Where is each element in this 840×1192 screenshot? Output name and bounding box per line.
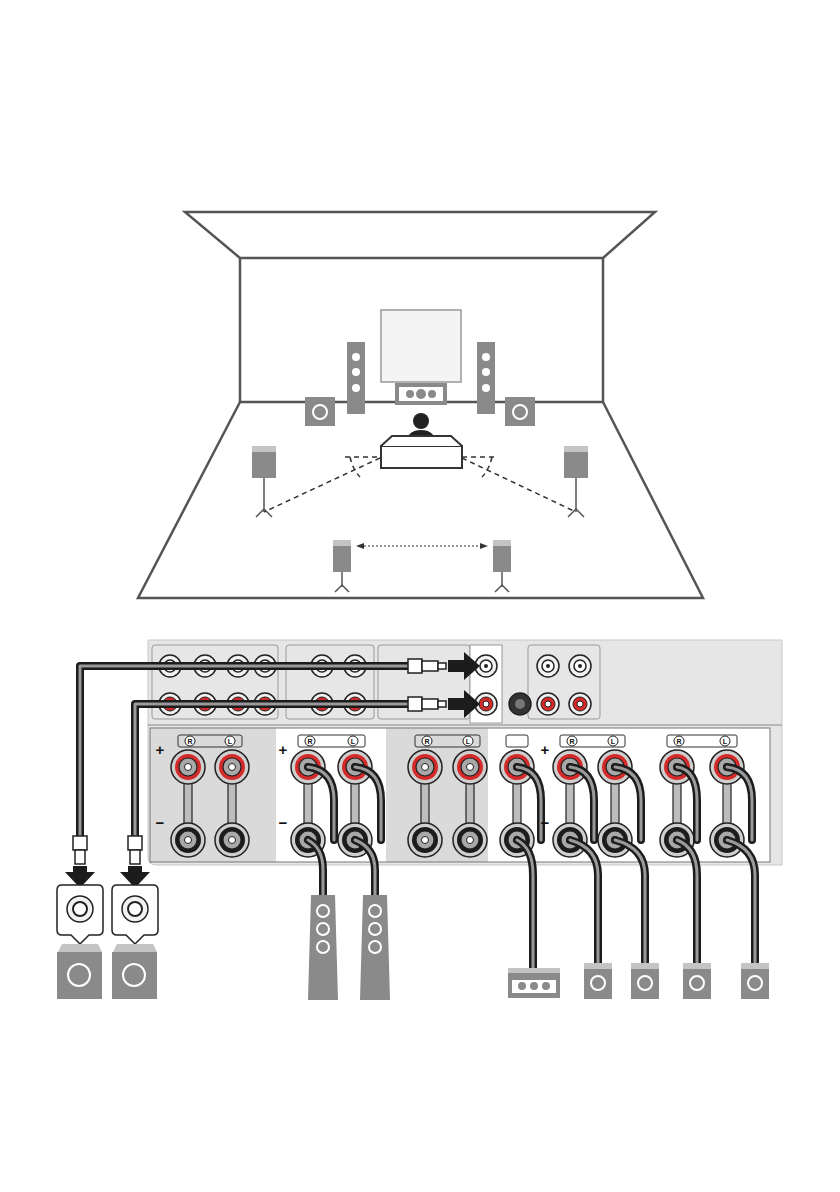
ceiling [185, 212, 655, 258]
floor [138, 402, 703, 598]
subwoofer-cables [65, 652, 480, 888]
channel-marker: R [422, 736, 433, 747]
back-wall [240, 258, 603, 402]
receiver-panel [148, 640, 782, 865]
surround-speakers [252, 446, 588, 592]
polarity-sign: − [156, 815, 165, 830]
subwoofer-units [57, 885, 158, 999]
rear-distance [356, 543, 488, 549]
polarity-sign: + [279, 742, 288, 757]
polarity-sign: − [279, 815, 288, 830]
channel-marker: R [567, 736, 578, 747]
room [138, 212, 703, 598]
connected-speakers [308, 895, 769, 1000]
channel-marker: R [305, 736, 316, 747]
channel-headers [178, 735, 737, 747]
insert-arrow [448, 652, 480, 680]
channel-marker: L [225, 736, 236, 747]
speaker-terminals [171, 750, 744, 857]
channel-marker: R [674, 736, 685, 747]
angle-guides [264, 457, 576, 512]
channel-marker: L [720, 736, 731, 747]
insert-arrow [448, 690, 480, 718]
rca-plug [408, 659, 446, 711]
front-speakers [347, 342, 495, 414]
channel-marker: L [463, 736, 474, 747]
channel-marker: R [185, 736, 196, 747]
polarity-sign: + [156, 742, 165, 757]
channel-marker: L [348, 736, 359, 747]
listener [381, 413, 462, 468]
polarity-sign: − [541, 815, 550, 830]
polarity-sign: + [541, 742, 550, 757]
channel-marker: L [608, 736, 619, 747]
rca-plug [73, 836, 142, 864]
tv [381, 310, 461, 405]
